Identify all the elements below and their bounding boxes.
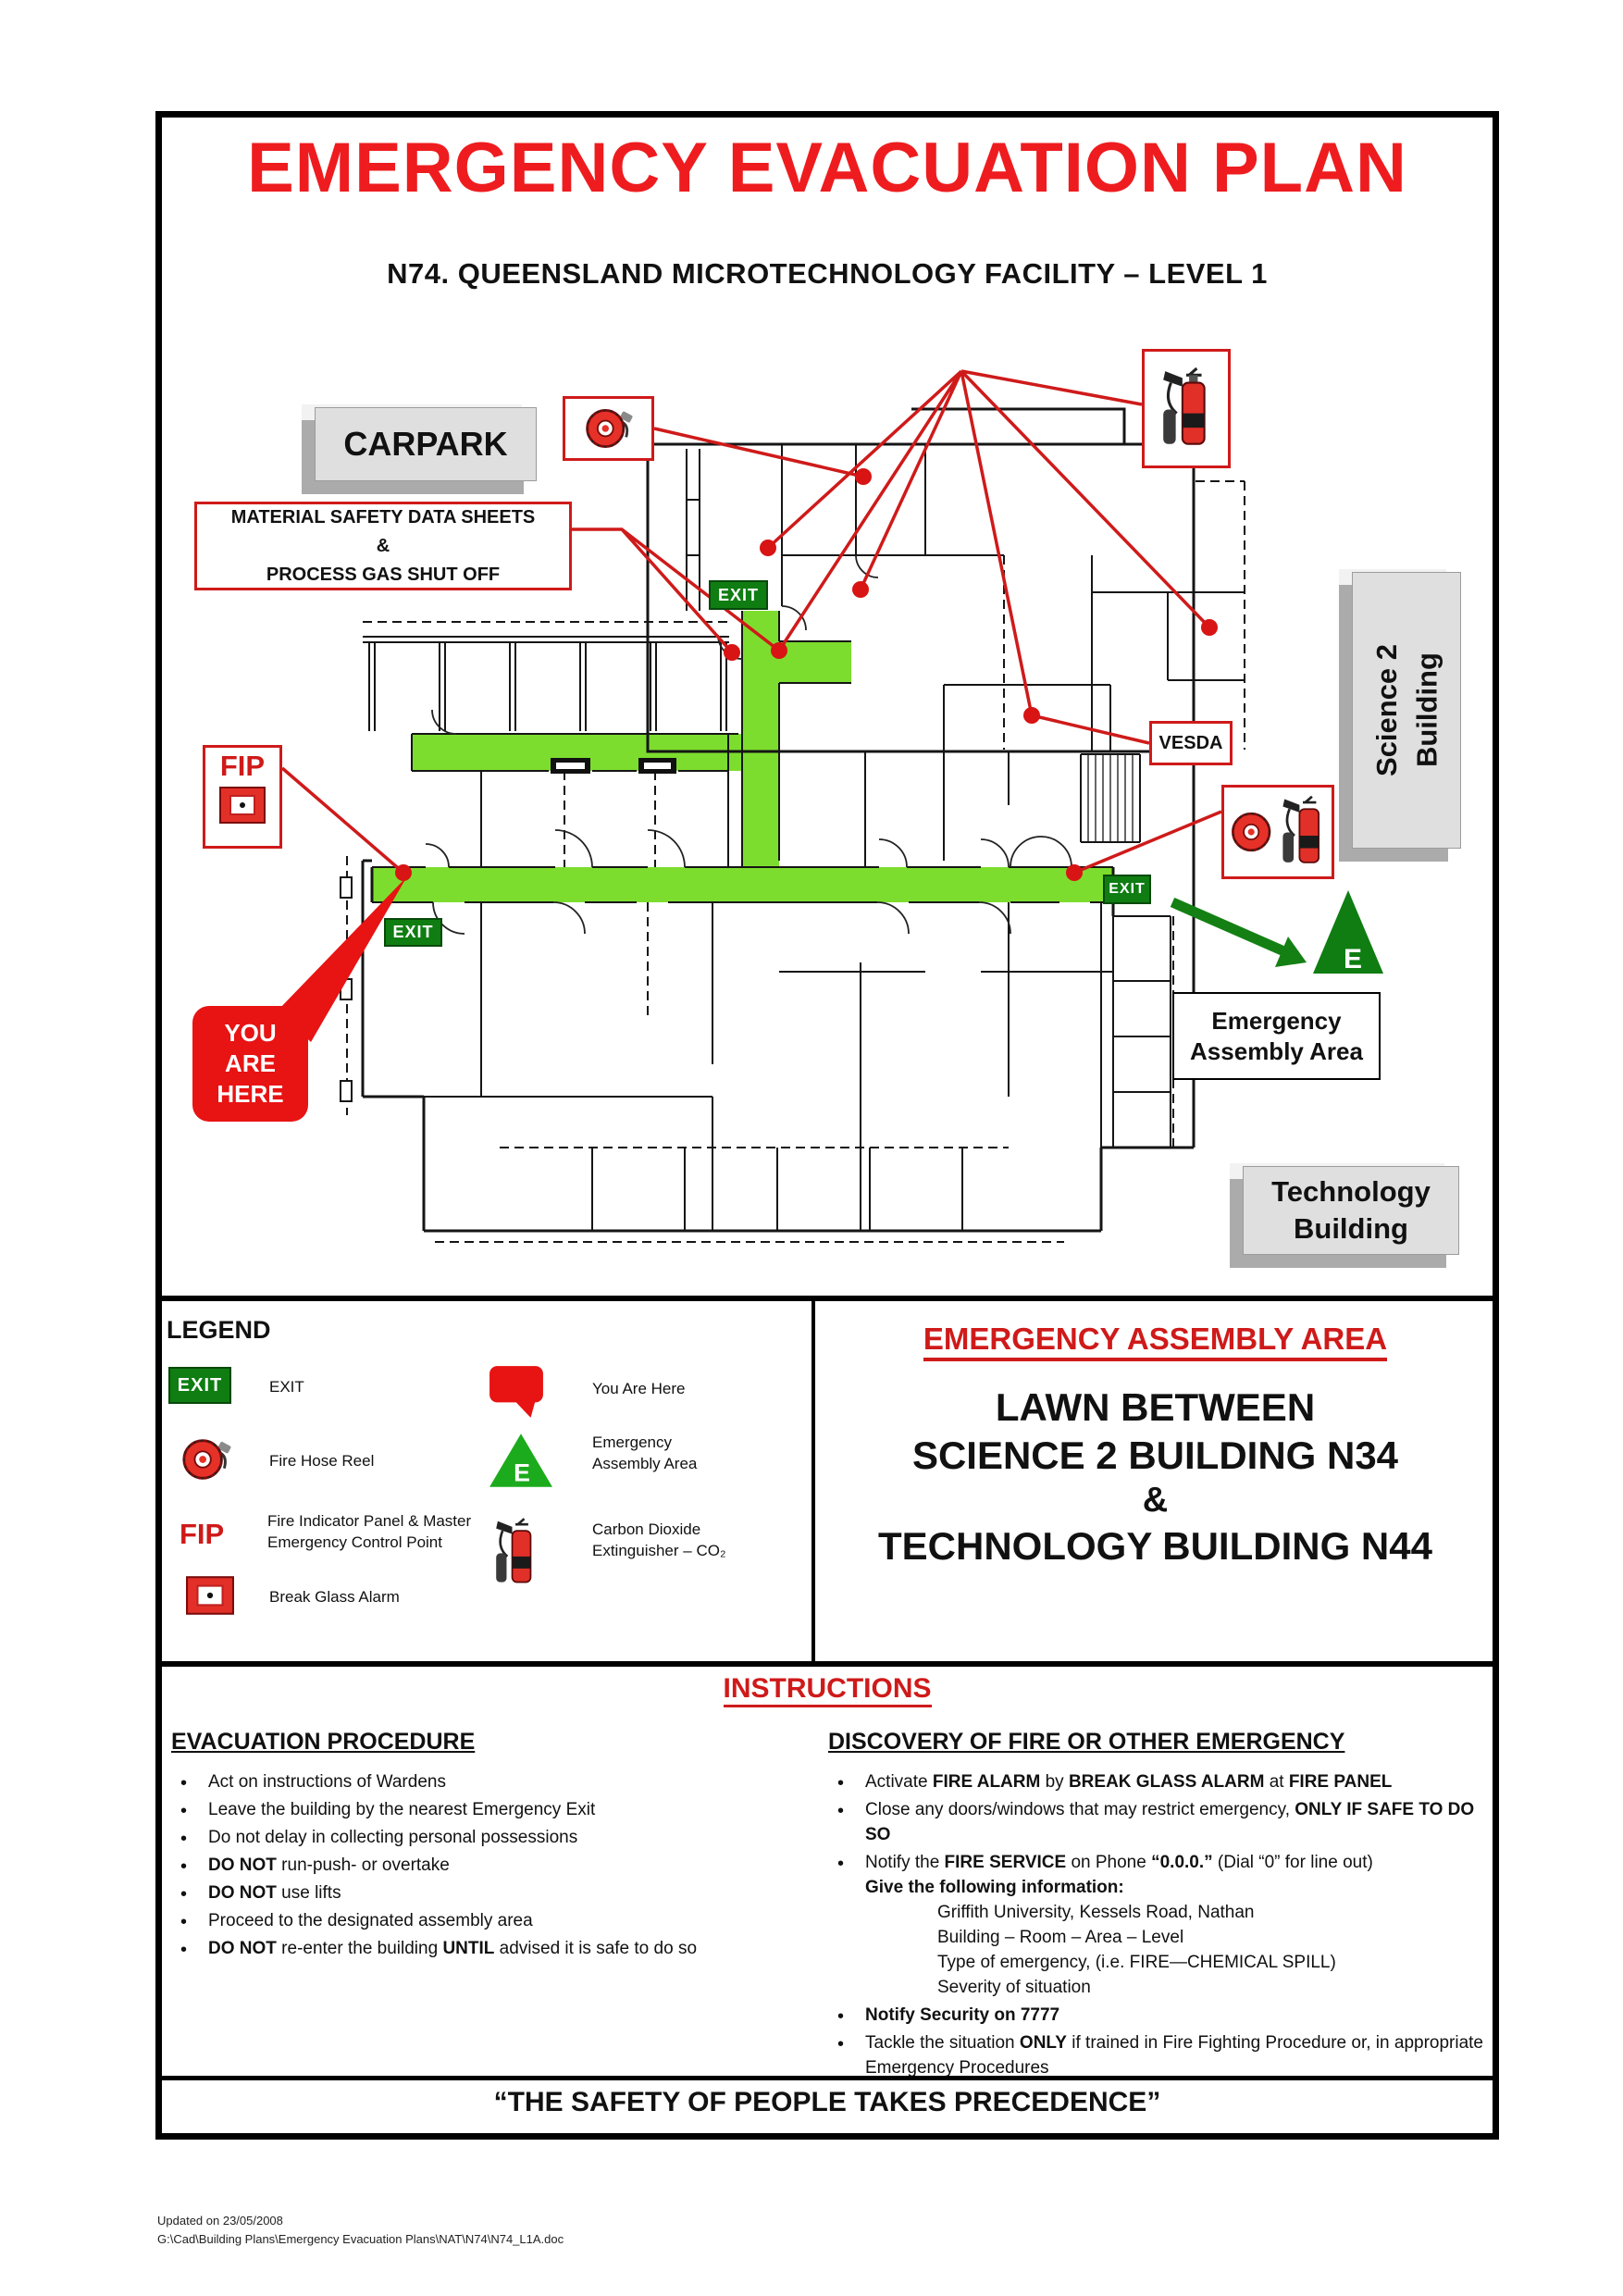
legend-fip-symbol: FIP [180, 1518, 225, 1550]
file-path: G:\Cad\Building Plans\Emergency Evacuati… [157, 2232, 564, 2247]
legend-heading: LEGEND [167, 1316, 271, 1344]
legend-assembly-label: Emergency Assembly Area [592, 1433, 698, 1472]
science2-building-label: Science 2 Building [1352, 572, 1461, 849]
updated-date: Updated on 23/05/2008 [157, 2214, 283, 2228]
assembly-area-label-box: Emergency Assembly Area [1172, 992, 1381, 1080]
instruction-item: Notify Security on 7777 [828, 2004, 1483, 2029]
co2-extinguisher-callout-box [1142, 349, 1231, 468]
break-glass-alarm-icon [219, 787, 266, 824]
fire-hose-reel-callout-box [563, 396, 654, 461]
instruction-item: Proceed to the designated assembly area [171, 1909, 800, 1935]
instruction-item: DO NOT re-enter the building UNTIL advis… [171, 1937, 800, 1963]
instruction-item: Close any doors/windows that may restric… [828, 1798, 1483, 1848]
legend-break-glass-label: Break Glass Alarm [269, 1588, 400, 1606]
hose-reel-and-extinguisher-callout-box [1221, 785, 1334, 879]
exit-sign-north: EXIT [709, 580, 768, 610]
evacuation-procedure-list: Act on instructions of WardensLeave the … [171, 1770, 800, 1963]
safety-quote: “THE SAFETY OF PEOPLE TAKES PRECEDENCE” [493, 2087, 1161, 2117]
legend-co2-label: Carbon Dioxide Extinguisher – CO₂ [592, 1520, 726, 1559]
legend-fire-hose-reel-icon [182, 1439, 231, 1480]
you-are-here-label: YOU ARE HERE [192, 1006, 308, 1122]
assembly-arrow [1170, 897, 1307, 967]
instruction-item: DO NOT use lifts [171, 1881, 800, 1907]
legend-fip-label: Fire Indicator Panel & Master Emergency … [267, 1512, 472, 1551]
co2-extinguisher-icon [1282, 795, 1319, 863]
legend-break-glass-alarm-icon [186, 1576, 234, 1615]
exit-sign-east: EXIT [1103, 875, 1151, 904]
discovery-list: Activate FIRE ALARM by BREAK GLASS ALARM… [828, 1770, 1483, 2081]
page-subtitle: N74. QUEENSLAND MICROTECHNOLOGY FACILITY… [387, 257, 1268, 290]
legend-exit-sign-icon: EXIT [168, 1367, 231, 1404]
document-border [155, 111, 1499, 2140]
instruction-item: Leave the building by the nearest Emerge… [171, 1798, 800, 1824]
assembly-panel-heading: EMERGENCY ASSEMBLY AREA [812, 1322, 1499, 1361]
assembly-triangle-marker: E [1313, 890, 1383, 974]
instruction-item: Notify the FIRE SERVICE on Phone “0.0.0.… [828, 1851, 1483, 2001]
exit-sign-west: EXIT [384, 918, 442, 947]
column-footings [340, 876, 353, 1102]
fire-hose-reel-icon [1232, 812, 1271, 852]
document-meta: Updated on 23/05/2008 G:\Cad\Building Pl… [157, 2212, 564, 2249]
instruction-item: Act on instructions of Wardens [171, 1770, 800, 1796]
legend-co2-extinguisher-icon [496, 1518, 532, 1583]
vesda-callout-box: VESDA [1149, 721, 1233, 765]
legend-divider [812, 1296, 815, 1661]
legend-you-are-here-label: You Are Here [592, 1380, 686, 1397]
page-title: EMERGENCY EVACUATION PLAN [247, 129, 1407, 207]
instructions-heading: INSTRUCTIONS [155, 1673, 1499, 1707]
callout-lines [280, 369, 1222, 875]
legend-you-are-here-icon [489, 1366, 543, 1418]
svg-text:E: E [1344, 944, 1362, 974]
equipment-dots [395, 468, 1218, 881]
fire-hose-reel-icon [585, 409, 633, 448]
svg-text:E: E [514, 1459, 530, 1487]
legend-exit-label: EXIT [269, 1378, 304, 1396]
msds-callout-box: MATERIAL SAFETY DATA SHEETS & PROCESS GA… [194, 502, 572, 590]
technology-building-label: Technology Building [1243, 1166, 1459, 1255]
fip-callout-box: FIP [203, 745, 282, 849]
instruction-item: Tackle the situation ONLY if trained in … [828, 2031, 1483, 2081]
evacuation-procedure-column: EVACUATION PROCEDURE Act on instructions… [171, 1729, 800, 1965]
you-are-here-tail [278, 876, 407, 1042]
fip-label: FIP [219, 750, 266, 782]
roller-door-symbols [551, 758, 676, 774]
assembly-panel-text: LAWN BETWEEN SCIENCE 2 BUILDING N34 & TE… [878, 1385, 1432, 1569]
evacuation-procedure-heading: EVACUATION PROCEDURE [171, 1729, 476, 1755]
evacuation-route [372, 611, 1113, 902]
discovery-column: DISCOVERY OF FIRE OR OTHER EMERGENCY Act… [828, 1729, 1483, 2084]
legend-assembly-triangle-icon: E [489, 1433, 552, 1487]
instruction-item: DO NOT run-push- or overtake [171, 1854, 800, 1880]
co2-extinguisher-icon [1163, 366, 1206, 445]
carpark-label: CARPARK [315, 407, 537, 481]
instruction-item: Activate FIRE ALARM by BREAK GLASS ALARM… [828, 1770, 1483, 1796]
legend-hose-reel-label: Fire Hose Reel [269, 1452, 375, 1470]
instruction-item: Do not delay in collecting personal poss… [171, 1826, 800, 1852]
discovery-heading: DISCOVERY OF FIRE OR OTHER EMERGENCY [828, 1729, 1345, 1755]
